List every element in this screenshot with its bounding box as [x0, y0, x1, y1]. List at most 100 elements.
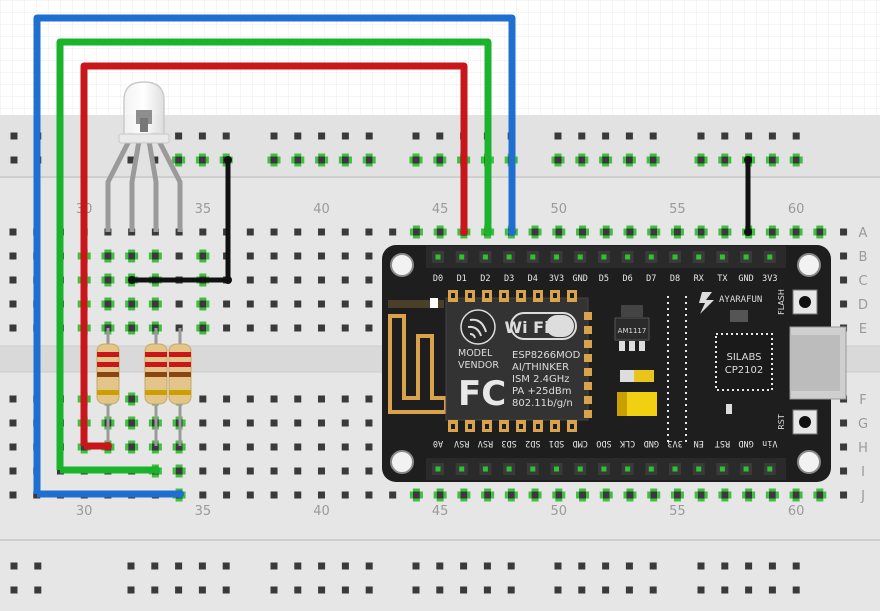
- regulator: [614, 317, 650, 341]
- breadboard-hole: [267, 153, 281, 167]
- board-pin: [503, 251, 516, 263]
- top-pin-label: TX: [717, 274, 728, 284]
- module-spec-standard: 802.11b/g/n: [512, 398, 573, 409]
- breadboard-hole: [315, 153, 329, 167]
- breadboard-hole: [765, 225, 779, 239]
- breadboard-hole: [148, 249, 162, 263]
- breadboard-hole: [199, 419, 207, 427]
- top-pin-label: D5: [599, 274, 609, 284]
- breadboard-hole: [270, 300, 278, 308]
- breadboard-hole: [317, 467, 325, 475]
- breadboard-hole: [623, 225, 637, 239]
- breadboard-hole: [622, 153, 636, 167]
- led-leg: [145, 134, 159, 232]
- breadboard-hole: [528, 225, 542, 239]
- breadboard-hole: [625, 132, 633, 140]
- breadboard-hole: [409, 488, 423, 502]
- breadboard-hole: [246, 324, 254, 332]
- breadboard-hole: [246, 252, 254, 260]
- breadboard-hole: [223, 419, 231, 427]
- breadboard-hole: [768, 586, 776, 594]
- breadboard-hole: [9, 491, 17, 499]
- breadboard-hole: [718, 153, 732, 167]
- column-number: 60: [788, 202, 805, 217]
- column-number: 40: [313, 202, 330, 217]
- breadboard-hole: [246, 395, 254, 403]
- breadboard-hole: [578, 132, 586, 140]
- breadboard-hole: [222, 586, 230, 594]
- breadboard-hole: [768, 562, 776, 570]
- breadboard-hole: [649, 586, 657, 594]
- bottom-pin-label: RST: [715, 438, 730, 448]
- breadboard-hole: [101, 297, 115, 311]
- breadboard-hole: [365, 395, 373, 403]
- breadboard-hole: [294, 467, 302, 475]
- breadboard-hole: [223, 300, 231, 308]
- breadboard-hole: [721, 562, 729, 570]
- module-pad: [584, 410, 592, 418]
- breadboard-hole: [552, 488, 566, 502]
- breadboard-hole: [389, 491, 397, 499]
- breadboard-hole: [294, 586, 302, 594]
- breadboard-hole: [646, 153, 660, 167]
- board-pin: [621, 251, 634, 263]
- breadboard-hole: [223, 491, 231, 499]
- breadboard-hole: [270, 467, 278, 475]
- breadboard-hole: [409, 153, 423, 167]
- breadboard-hole: [365, 443, 373, 451]
- top-pin-label: GND: [573, 274, 588, 284]
- breadboard-hole: [341, 252, 349, 260]
- breadboard-hole: [625, 562, 633, 570]
- breadboard-hole: [362, 153, 376, 167]
- breadboard-hole: [33, 491, 41, 499]
- breadboard-hole: [10, 586, 18, 594]
- board-pin: [503, 463, 516, 475]
- mounting-hole: [797, 450, 821, 474]
- breadboard-hole: [504, 488, 518, 502]
- board-pin: [669, 463, 681, 475]
- breadboard-hole: [649, 132, 657, 140]
- breadboard-hole: [101, 249, 115, 263]
- board-pin: [716, 251, 729, 263]
- breadboard-hole: [151, 586, 159, 594]
- row-letter: E: [859, 322, 867, 337]
- column-number: 45: [432, 202, 449, 217]
- top-pin-label: 3V3: [549, 274, 564, 284]
- breadboard-hole: [291, 153, 305, 167]
- module-pad: [584, 312, 592, 320]
- mounting-hole: [390, 253, 414, 277]
- breadboard-hole: [9, 228, 17, 236]
- row-letter: A: [859, 226, 868, 241]
- breadboard-hole: [412, 132, 420, 140]
- wires: [33, 14, 752, 498]
- top-pin-label: D6: [622, 274, 632, 284]
- breadboard-hole: [341, 562, 349, 570]
- breadboard-hole: [223, 395, 231, 403]
- breadboard-hole: [9, 252, 17, 260]
- regulator-label: AM1117: [618, 327, 647, 335]
- breadboard-hole: [294, 276, 302, 284]
- breadboard-hole: [341, 586, 349, 594]
- breadboard-hole: [270, 324, 278, 332]
- breadboard-hole: [745, 586, 753, 594]
- top-pin-label: RX: [694, 274, 705, 284]
- breadboard-hole: [10, 156, 18, 164]
- breadboard-hole: [647, 488, 661, 502]
- module-pad: [584, 354, 592, 362]
- breadboard-hole: [412, 586, 420, 594]
- breadboard-hole: [457, 488, 471, 502]
- breadboard-hole: [125, 249, 139, 263]
- breadboard-hole: [745, 562, 753, 570]
- breadboard-hole: [125, 416, 139, 430]
- module-pad: [584, 326, 592, 334]
- breadboard-hole: [670, 488, 684, 502]
- breadboard-hole: [718, 488, 732, 502]
- wifi-logo-text: Wi Fi: [504, 318, 549, 337]
- breadboard-hole: [125, 392, 139, 406]
- breadboard-hole: [151, 562, 159, 570]
- breadboard-hole: [789, 153, 803, 167]
- bottom-pin-label: CLK: [619, 438, 635, 448]
- breadboard-hole: [625, 586, 633, 594]
- breadboard-hole: [196, 249, 210, 263]
